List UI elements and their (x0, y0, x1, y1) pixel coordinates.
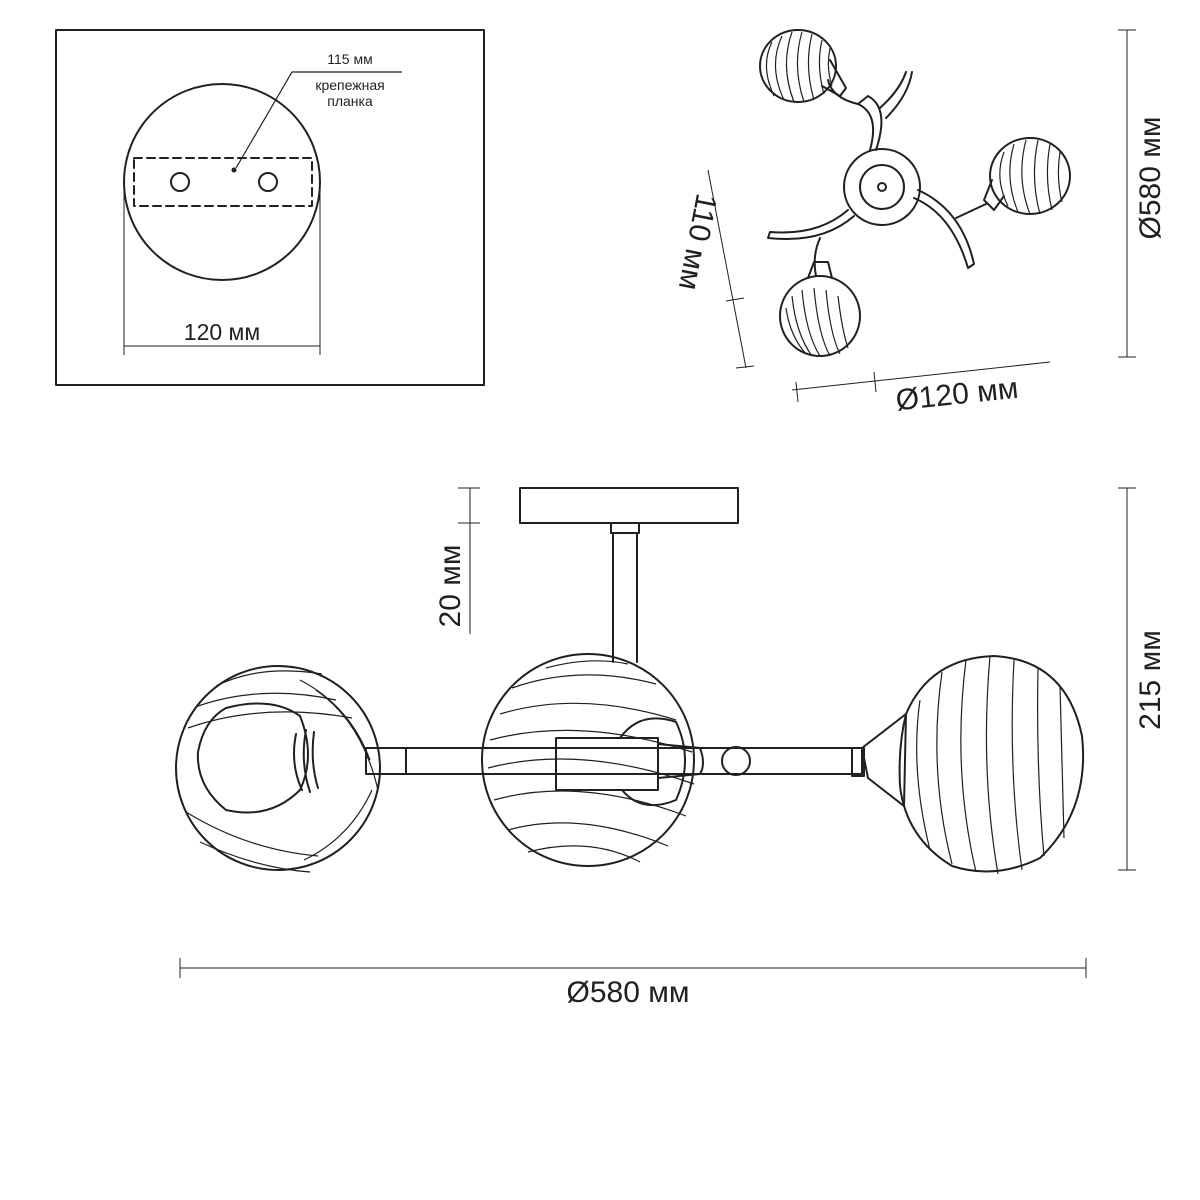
bar-size-label: 115 мм (327, 51, 372, 67)
mount-hole-left (170, 172, 190, 192)
side-span-label: Ø580 мм (567, 976, 690, 1009)
mounting-bar-outline (133, 157, 313, 207)
arm-upper (857, 95, 883, 151)
top-span-label: Ø580 мм (1134, 117, 1167, 240)
side-shade-middle (481, 653, 751, 867)
bar-name-line2: планка (327, 93, 373, 109)
top-view: Ø580 мм 110 мм Ø120 мм (672, 29, 1167, 418)
horizontal-bar (405, 747, 863, 775)
side-height-label: 215 мм (1134, 630, 1167, 730)
top-shade-3 (779, 261, 861, 357)
height-tick-bottom (735, 365, 755, 369)
hub-center (877, 182, 887, 192)
side-shade-left (175, 665, 407, 873)
canopy-plate-circle (123, 83, 321, 281)
diameter-tick-mid (873, 371, 877, 393)
canopy-collar (610, 522, 640, 534)
canopy (519, 487, 739, 524)
arm-right (913, 189, 975, 269)
side-view: 20 мм 215 мм Ø580 мм (175, 487, 1167, 1009)
arm-left (767, 209, 855, 241)
bar-leader-line (235, 71, 402, 169)
canopy-height-label: 20 мм (434, 545, 467, 628)
bar-name-line1: крепежная (315, 77, 384, 93)
arm-upper-curl (879, 71, 913, 119)
arm-left-neck (813, 237, 821, 277)
diameter-dimension-line (791, 361, 1051, 391)
side-shade-right (851, 655, 1085, 875)
bar-center-point (231, 167, 237, 173)
top-shade-1 (759, 29, 847, 103)
mount-panel-frame (55, 29, 485, 386)
mount-hole-right (258, 172, 278, 192)
mount-panel: 115 мм крепежная планка 120 мм (55, 29, 485, 386)
height-dimension-line (707, 169, 747, 369)
top-shade-2 (983, 137, 1071, 215)
arm-right-neck (955, 203, 987, 219)
canopy-width-label: 120 мм (184, 319, 260, 345)
top-diameter-label: Ø120 мм (894, 372, 1020, 418)
top-height-label: 110 мм (672, 191, 723, 293)
height-tick-mid (725, 297, 745, 302)
diameter-tick-left (795, 381, 799, 403)
hub-inner (859, 164, 905, 210)
hub-outer (843, 148, 921, 226)
